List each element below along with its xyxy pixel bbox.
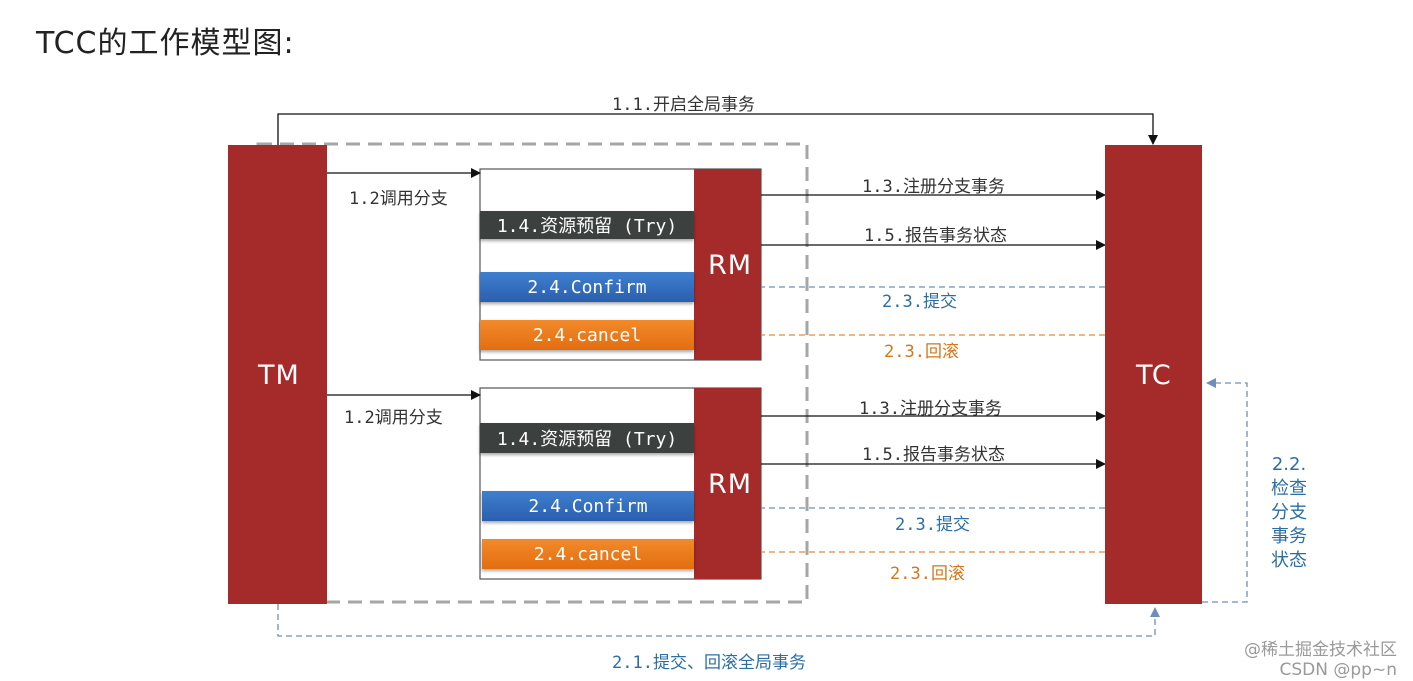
commit-rollback-global-arrow	[277, 604, 1160, 637]
begin-global-arrow	[277, 113, 1158, 145]
call-label-2: 1.2调用分支	[344, 408, 443, 428]
try-phase-1: 1.4.资源预留 (Try)	[480, 211, 694, 239]
rm-label-1: RM	[708, 250, 753, 281]
cancel-phase-1: 2.4.cancel	[480, 320, 694, 350]
confirm-phase-2: 2.4.Confirm	[482, 491, 694, 521]
register-label-2: 1.3.注册分支事务	[859, 399, 1002, 419]
call-label-1: 1.2调用分支	[349, 189, 448, 209]
tc-label: TC	[1136, 360, 1172, 391]
page-title: TCC的工作模型图:	[36, 26, 295, 61]
rollback-label-1: 2.3.回滚	[884, 342, 959, 362]
rollback-label-2: 2.3.回滚	[890, 564, 965, 584]
watermark-line-1: @稀土掘金技术社区	[1244, 640, 1397, 660]
tm-label: TM	[258, 360, 300, 391]
commit-label-2: 2.3.提交	[895, 515, 970, 535]
rm-node-1	[694, 169, 761, 360]
cancel-phase-2: 2.4.cancel	[482, 539, 694, 569]
check-status-line: 2.2.	[1271, 454, 1307, 475]
try-phase-2: 1.4.资源预留 (Try)	[480, 423, 694, 453]
check-status-line: 状态	[1271, 550, 1307, 571]
watermark-line-2: CSDN @pp~n	[1279, 660, 1397, 680]
commit-rollback-global-label: 2.1.提交、回滚全局事务	[612, 653, 806, 673]
check-status-line: 事务	[1271, 526, 1307, 547]
tm-node	[228, 145, 327, 604]
confirm-phase-1: 2.4.Confirm	[480, 272, 694, 302]
report-label-1: 1.5.报告事务状态	[864, 226, 1007, 246]
tc-node	[1105, 145, 1202, 604]
begin-global-label: 1.1.开启全局事务	[612, 95, 755, 115]
report-label-2: 1.5.报告事务状态	[862, 445, 1005, 465]
check-status-label: 2.2. 检查 分支 事务 状态	[1262, 453, 1316, 573]
check-status-arrow	[1202, 378, 1248, 603]
rm-node-2	[694, 388, 761, 579]
check-status-line: 分支	[1271, 502, 1307, 523]
watermark: @稀土掘金技术社区 CSDN @pp~n	[1244, 640, 1397, 680]
rm-label-2: RM	[708, 469, 753, 500]
commit-label-1: 2.3.提交	[882, 292, 957, 312]
register-label-1: 1.3.注册分支事务	[862, 177, 1005, 197]
check-status-line: 检查	[1271, 478, 1307, 499]
